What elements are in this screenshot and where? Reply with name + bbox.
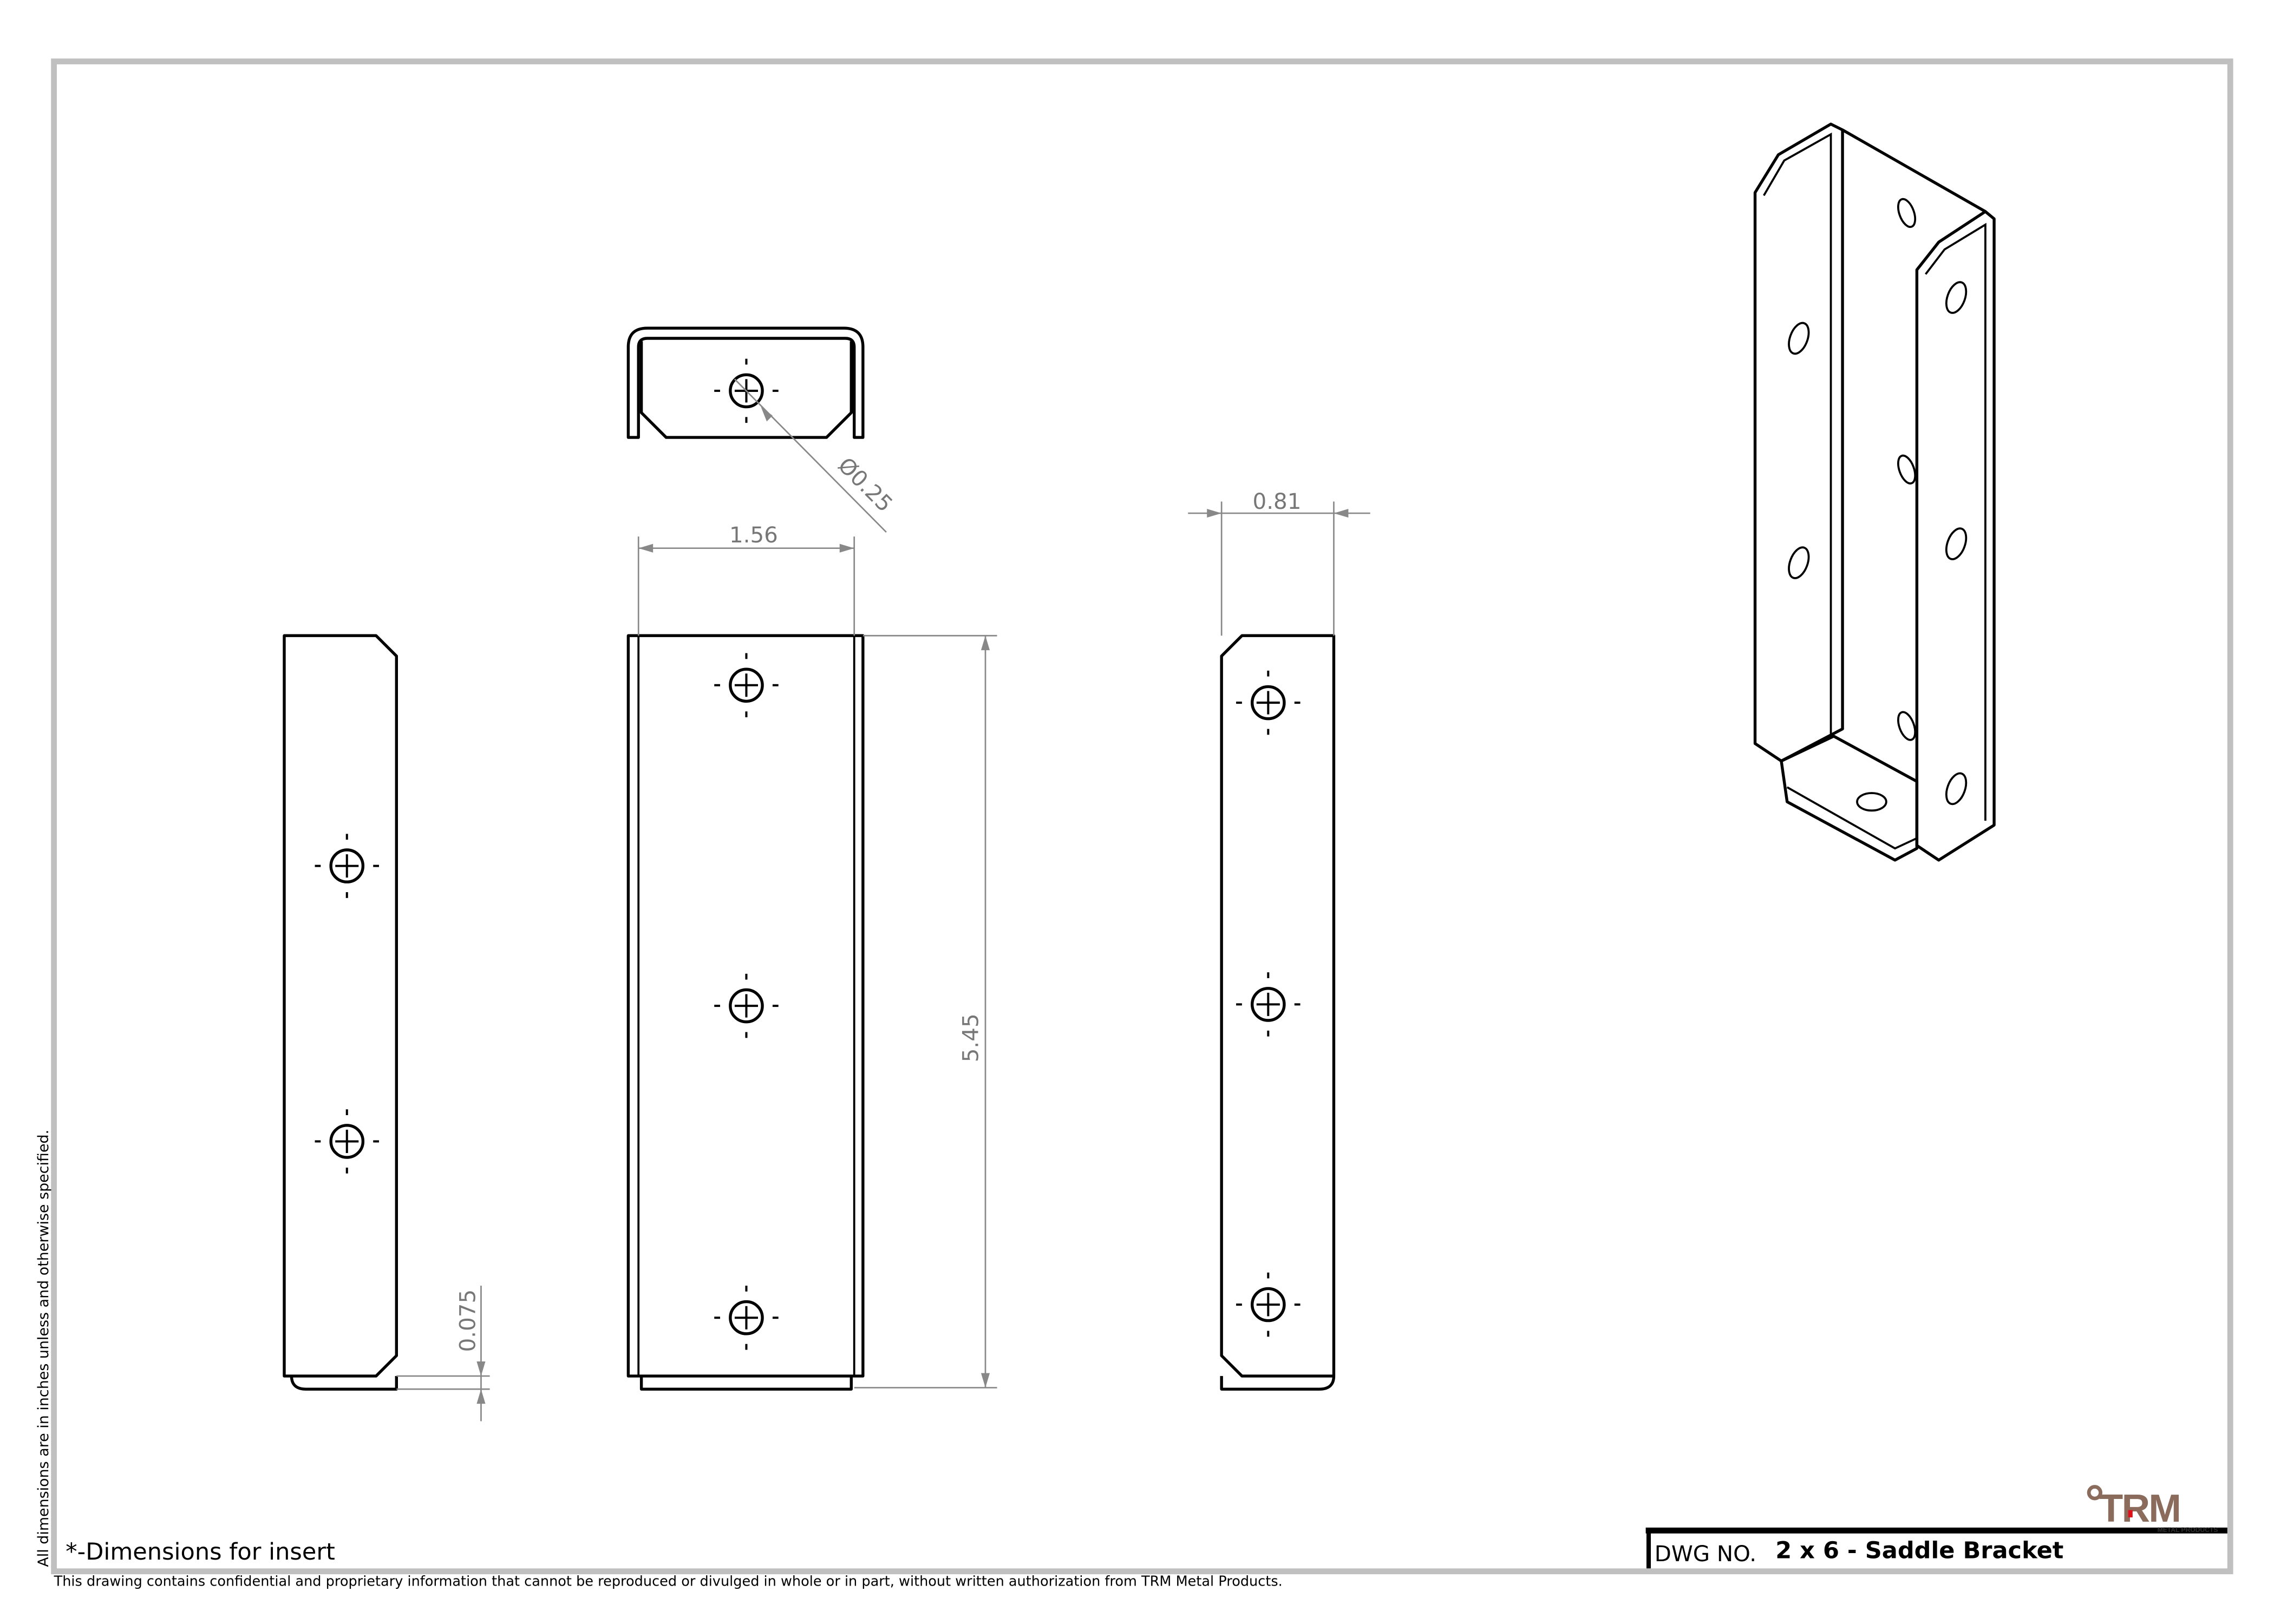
logo-text: TRM	[2099, 1487, 2180, 1530]
drawing-title: 2 x 6 - Saddle Bracket	[1775, 1537, 2063, 1564]
hole-icon	[714, 1286, 778, 1350]
hole-icon	[315, 834, 379, 898]
hole-icon	[714, 653, 778, 717]
front-view	[626, 634, 865, 1391]
trm-logo: TRM METAL PRODUCTS	[2087, 1485, 2218, 1534]
units-note: All dimensions are in inches unless and …	[35, 1130, 52, 1567]
dimension-label: 1.56	[729, 522, 778, 548]
top-view	[626, 326, 865, 439]
dwg-label: DWG NO.	[1655, 1541, 1756, 1567]
hole-icon	[1236, 972, 1300, 1036]
hole-icon	[1236, 1273, 1300, 1337]
dimension-width-side: 0.81	[1188, 489, 1370, 636]
hole-icon	[315, 1109, 379, 1173]
hole-icon	[1236, 671, 1300, 735]
dimension-label: Ø0.25	[833, 453, 897, 517]
sheet-border	[51, 58, 2233, 1575]
dimension-width-front: 1.56	[637, 522, 855, 636]
dimension-label: 5.45	[958, 1013, 984, 1062]
insert-note: *-Dimensions for insert	[66, 1538, 335, 1566]
confidentiality-note: This drawing contains confidential and p…	[54, 1574, 1283, 1590]
title-block: DWG NO. 2 x 6 - Saddle Bracket	[1645, 1527, 2227, 1569]
dimension-label: 0.075	[455, 1289, 481, 1352]
isometric-view	[1753, 122, 1996, 862]
dimension-label: 0.81	[1253, 489, 1302, 514]
left-side-view	[283, 634, 398, 1391]
right-side-view	[1220, 634, 1336, 1391]
dimension-thickness: 0.075	[396, 1286, 490, 1422]
dimension-height-front: 5.45	[854, 634, 997, 1389]
hole-icon	[714, 974, 778, 1038]
logo-subtext: METAL PRODUCTS	[2158, 1526, 2218, 1534]
